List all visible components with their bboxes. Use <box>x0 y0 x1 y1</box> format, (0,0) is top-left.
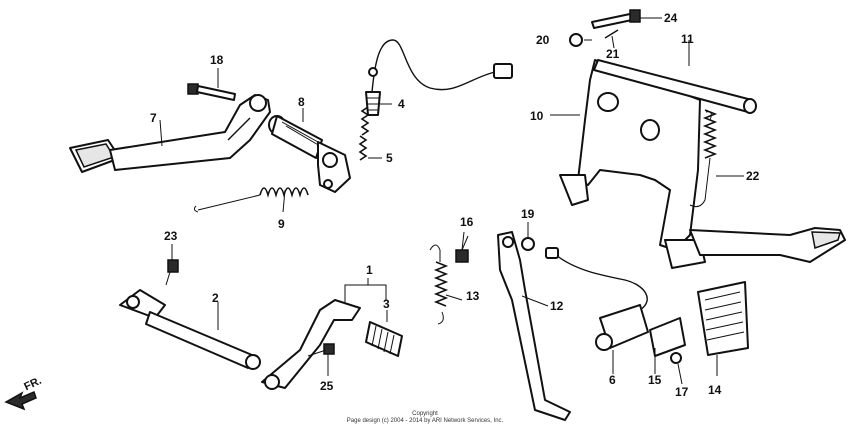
side-stand-12[interactable] <box>497 231 571 421</box>
callout-18[interactable]: 18 <box>210 53 224 67</box>
callout-12[interactable]: 12 <box>550 299 564 313</box>
side-stand-spring-13[interactable] <box>429 244 449 325</box>
side-stand-switch-6[interactable] <box>545 247 649 351</box>
copyright-label: Copyright <box>412 411 438 417</box>
callout-5[interactable]: 5 <box>386 151 393 165</box>
return-spring-9[interactable] <box>193 187 309 213</box>
callout-1[interactable]: 1 <box>366 263 373 277</box>
pivot-shaft[interactable] <box>268 115 351 193</box>
callout-22[interactable]: 22 <box>746 169 760 183</box>
bolt-17[interactable] <box>670 352 682 364</box>
switch-spring-5[interactable] <box>358 106 370 161</box>
callout-20[interactable]: 20 <box>536 33 550 47</box>
nut-19[interactable] <box>521 237 535 251</box>
shift-pedal-1[interactable] <box>261 299 361 390</box>
bolt-18[interactable] <box>187 83 236 101</box>
callout-13[interactable]: 13 <box>466 289 480 303</box>
callout-15[interactable]: 15 <box>648 373 662 387</box>
callout-2[interactable]: 2 <box>212 291 219 305</box>
callout-11[interactable]: 11 <box>681 32 694 46</box>
callout-3[interactable]: 3 <box>383 297 390 311</box>
pin-21[interactable] <box>604 29 619 39</box>
callout-9[interactable]: 9 <box>278 217 285 231</box>
callout-24[interactable]: 24 <box>664 11 678 25</box>
shift-rubber-3[interactable] <box>365 321 403 357</box>
bolt-25[interactable] <box>307 343 335 357</box>
page-design-credit: Page design (c) 2004 - 2014 by ARI Netwo… <box>346 418 504 424</box>
callout-labels: 1 2 3 4 5 6 7 8 9 10 11 12 13 14 15 16 1… <box>150 11 760 399</box>
bolt-16[interactable] <box>455 231 469 263</box>
nut-20[interactable] <box>569 33 583 47</box>
callout-19[interactable]: 19 <box>521 207 535 221</box>
front-direction-arrow-icon <box>4 390 37 411</box>
bracket-15[interactable] <box>649 317 686 357</box>
callout-7[interactable]: 7 <box>150 111 157 125</box>
callout-14[interactable]: 14 <box>708 383 722 397</box>
bolt-23[interactable] <box>165 259 179 286</box>
callout-8[interactable]: 8 <box>298 95 305 109</box>
shift-rod-2[interactable] <box>119 289 261 370</box>
brake-pedal[interactable] <box>69 94 271 173</box>
stand-spring-22[interactable] <box>689 109 718 208</box>
callout-23[interactable]: 23 <box>164 229 178 243</box>
bolt-24[interactable] <box>591 9 641 29</box>
callout-21[interactable]: 21 <box>606 47 620 61</box>
main-stand[interactable] <box>559 59 846 269</box>
callout-6[interactable]: 6 <box>609 373 616 387</box>
callout-10[interactable]: 10 <box>530 109 544 123</box>
callout-4[interactable]: 4 <box>398 97 405 111</box>
callout-16[interactable]: 16 <box>460 215 474 229</box>
cover-14[interactable] <box>697 281 749 356</box>
stand-shaft-11[interactable] <box>593 59 757 114</box>
leader-lines <box>159 17 744 385</box>
callout-25[interactable]: 25 <box>320 379 334 393</box>
callout-17[interactable]: 17 <box>675 385 689 399</box>
